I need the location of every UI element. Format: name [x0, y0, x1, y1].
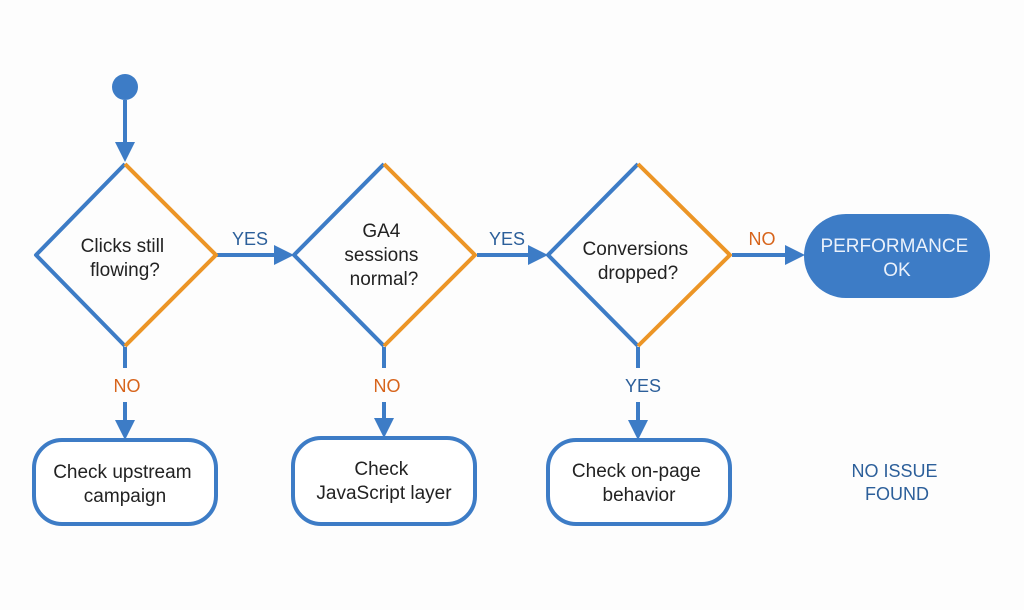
action-1-label: Check upstream campaign	[53, 462, 197, 507]
edge-label-d2-d3: YES	[489, 229, 525, 249]
action-check-upstream-campaign: Check upstream campaign	[32, 438, 218, 526]
decision-clicks-flowing: Clicks still flowing?	[34, 162, 218, 348]
note-no-issue-found: NO ISSUE FOUND	[851, 461, 942, 504]
action-2-label: Check JavaScript layer	[316, 459, 452, 504]
decision-conversions-dropped: Conversions dropped?	[546, 162, 732, 348]
action-check-javascript-layer: Check JavaScript layer	[291, 436, 477, 526]
decision-ga4-sessions: GA4 sessions normal?	[292, 162, 477, 348]
edge-label-d1-a1: NO	[114, 376, 141, 396]
decision-1-label: Clicks still flowing?	[81, 236, 170, 281]
terminal-performance-ok: PERFORMANCE OK	[804, 214, 990, 298]
action-3-label: Check on-page behavior	[572, 461, 706, 506]
start-node	[112, 74, 138, 100]
decision-2-label: GA4 sessions normal?	[344, 221, 423, 290]
edge-label-d3-terminal: NO	[749, 229, 776, 249]
decision-3-label: Conversions dropped?	[583, 239, 694, 284]
edge-label-d1-d2: YES	[232, 229, 268, 249]
edge-label-d2-a2: NO	[374, 376, 401, 396]
action-check-on-page-behavior: Check on-page behavior	[546, 438, 732, 526]
edge-label-d3-a3: YES	[625, 376, 661, 396]
terminal-label: PERFORMANCE OK	[820, 236, 973, 281]
